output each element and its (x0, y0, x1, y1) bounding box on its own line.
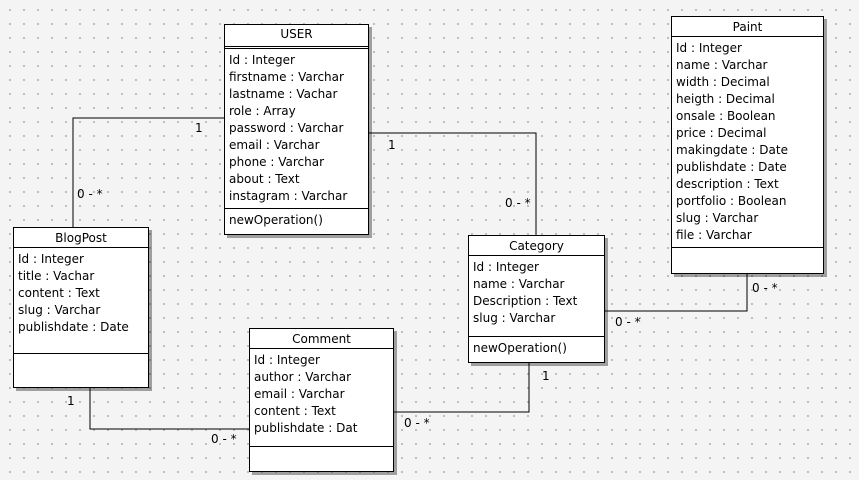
edge-user-category[interactable] (369, 132, 537, 236)
attribute: role : Array (229, 104, 296, 118)
attribute-compartment: Id : Integer firstname : Varchar lastnam… (225, 49, 368, 209)
operation-compartment: newOperation() (469, 337, 604, 357)
operation-compartment (672, 248, 823, 251)
attribute-compartment: Id : Integer author : Varchar email : Va… (250, 349, 393, 447)
multiplicity-blogpost-comment-blogpost: 1 (67, 394, 75, 408)
class-blogpost[interactable]: BlogPost Id : Integer title : Vachar con… (13, 227, 149, 388)
class-title: USER (225, 25, 368, 49)
attribute: Description : Text (473, 294, 578, 308)
attribute: lastname : Vachar (229, 87, 338, 101)
attribute: publishdate : Date (18, 320, 129, 334)
attribute: slug : Varchar (676, 211, 759, 225)
class-comment[interactable]: Comment Id : Integer author : Varchar em… (249, 328, 394, 472)
attribute-compartment: Id : Integer name : Varchar width : Deci… (672, 37, 823, 248)
attribute: Id : Integer (18, 252, 84, 266)
class-title: Comment (250, 329, 393, 349)
attribute: Id : Integer (676, 41, 742, 55)
class-title: Category (469, 236, 604, 256)
attribute: firstname : Varchar (229, 70, 344, 84)
attribute: price : Decimal (676, 126, 767, 140)
edge-category-comment[interactable] (394, 362, 530, 413)
attribute: instagram : Varchar (229, 189, 348, 203)
attribute: phone : Varchar (229, 155, 325, 169)
attribute: author : Varchar (254, 370, 352, 384)
attribute: title : Vachar (18, 269, 95, 283)
operation: newOperation() (229, 213, 323, 227)
edge-paint-category[interactable] (604, 273, 748, 312)
operation-compartment (14, 354, 148, 357)
class-title: Paint (672, 17, 823, 37)
multiplicity-category-comment-category: 1 (542, 369, 550, 383)
attribute: makingdate : Date (676, 143, 788, 157)
edge-user-blogpost[interactable] (72, 117, 225, 228)
attribute-compartment: Id : Integer name : Varchar Description … (469, 256, 604, 337)
edge-blogpost-comment[interactable] (89, 387, 250, 430)
class-title: BlogPost (14, 228, 148, 248)
multiplicity-user-category-user: 1 (388, 138, 396, 152)
multiplicity-user-blogpost-blogpost: 0 - * (77, 187, 103, 201)
attribute: portfolio : Boolean (676, 194, 787, 208)
multiplicity-user-category-category: 0 - * (505, 196, 531, 210)
attribute: slug : Varchar (473, 311, 556, 325)
attribute: publishdate : Dat (254, 421, 358, 435)
attribute: password : Varchar (229, 121, 344, 135)
attribute: content : Text (254, 404, 336, 418)
attribute: name : Varchar (473, 277, 565, 291)
operation: newOperation() (473, 341, 567, 355)
attribute: file : Varchar (676, 228, 752, 242)
multiplicity-user-blogpost-user: 1 (195, 121, 203, 135)
attribute: about : Text (229, 172, 300, 186)
attribute: heigth : Decimal (676, 92, 775, 106)
attribute-compartment: Id : Integer title : Vachar content : Te… (14, 248, 148, 354)
attribute: email : Varchar (229, 138, 320, 152)
attribute: content : Text (18, 286, 100, 300)
attribute: Id : Integer (473, 260, 539, 274)
attribute: Id : Integer (229, 53, 295, 67)
attribute: name : Varchar (676, 58, 768, 72)
multiplicity-paint-category-paint: 0 - * (752, 281, 778, 295)
attribute: email : Varchar (254, 387, 345, 401)
multiplicity-paint-category-category: 0 - * (615, 315, 641, 329)
operation-compartment (250, 447, 393, 450)
class-user[interactable]: USER Id : Integer firstname : Varchar la… (224, 24, 369, 235)
attribute: onsale : Boolean (676, 109, 776, 123)
attribute: publishdate : Date (676, 160, 787, 174)
multiplicity-blogpost-comment-comment: 0 - * (211, 432, 237, 446)
multiplicity-category-comment-comment: 0 - * (404, 416, 430, 430)
attribute: description : Text (676, 177, 779, 191)
attribute: width : Decimal (676, 75, 770, 89)
class-category[interactable]: Category Id : Integer name : Varchar Des… (468, 235, 605, 363)
operation-compartment: newOperation() (225, 209, 368, 229)
class-paint[interactable]: Paint Id : Integer name : Varchar width … (671, 16, 824, 274)
attribute: slug : Varchar (18, 303, 101, 317)
attribute: Id : Integer (254, 353, 320, 367)
